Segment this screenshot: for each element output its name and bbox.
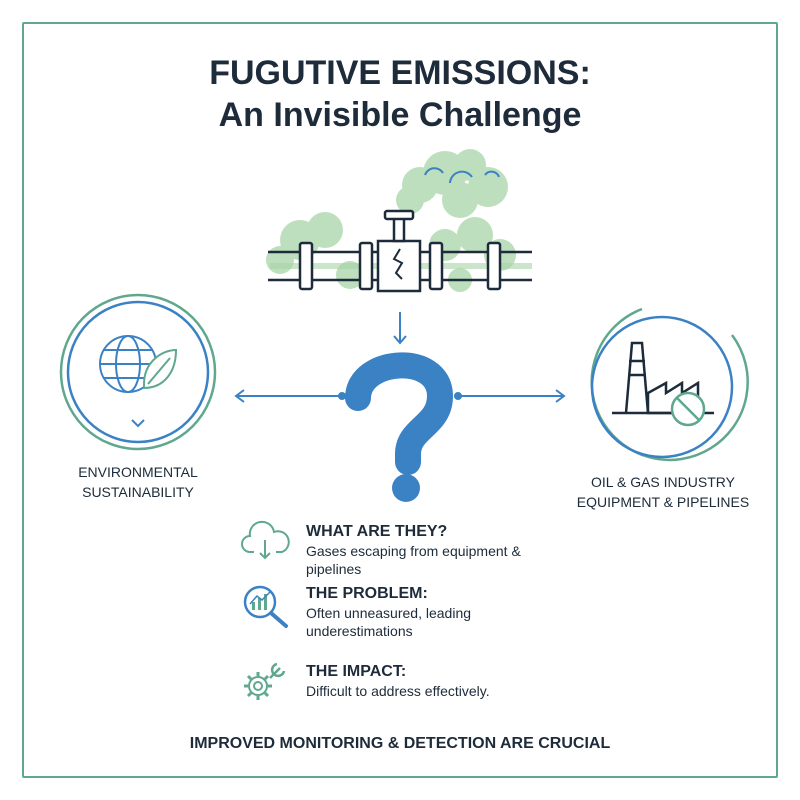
question-mark-icon	[345, 352, 454, 502]
down-arrow-icon	[393, 312, 407, 345]
cloud-download-icon	[241, 520, 290, 560]
info-heading-what: WHAT ARE THEY?	[306, 523, 448, 540]
info-item-impact: THE IMPACT: Difficult to address effecti…	[306, 662, 556, 700]
gear-wrench-icon	[244, 662, 286, 700]
industry-label: OIL & GAS INDUSTRY EQUIPMENT & PIPELINES	[543, 472, 783, 512]
title-line-1: FUGUTIVE EMISSIONS:	[209, 54, 591, 92]
outer-frame	[22, 22, 778, 778]
environment-label: ENVIRONMENTAL SUSTAINABILITY	[18, 462, 258, 502]
leaking-pipeline-icon	[266, 149, 532, 293]
industry-label-line1: OIL & GAS INDUSTRY	[591, 474, 735, 490]
info-item-what: WHAT ARE THEY? Gases escaping from equip…	[306, 522, 556, 578]
left-arrow-icon	[234, 389, 346, 403]
environment-circle	[59, 293, 217, 451]
industry-label-line2: EQUIPMENT & PIPELINES	[576, 494, 750, 510]
industry-circle	[590, 307, 749, 462]
info-text-impact: Difficult to address effectively.	[306, 683, 490, 699]
info-text-what: Gases escaping from equipment & pipeline…	[306, 543, 521, 577]
footer-message: IMPROVED MONITORING & DETECTION ARE CRUC…	[189, 735, 611, 752]
environment-label-line1: ENVIRONMENTAL	[78, 464, 198, 480]
info-heading-impact: THE IMPACT:	[306, 663, 407, 680]
right-arrow-icon	[454, 389, 566, 403]
info-heading-problem: THE PROBLEM:	[306, 585, 428, 602]
title-line-2: An Invisible Challenge	[218, 96, 582, 134]
magnifier-chart-icon	[243, 585, 288, 628]
info-item-problem: THE PROBLEM: Often unneasured, leading u…	[306, 584, 506, 640]
info-text-problem: Often unneasured, leading underestimatio…	[306, 605, 472, 639]
environment-label-line2: SUSTAINABILITY	[82, 484, 194, 500]
